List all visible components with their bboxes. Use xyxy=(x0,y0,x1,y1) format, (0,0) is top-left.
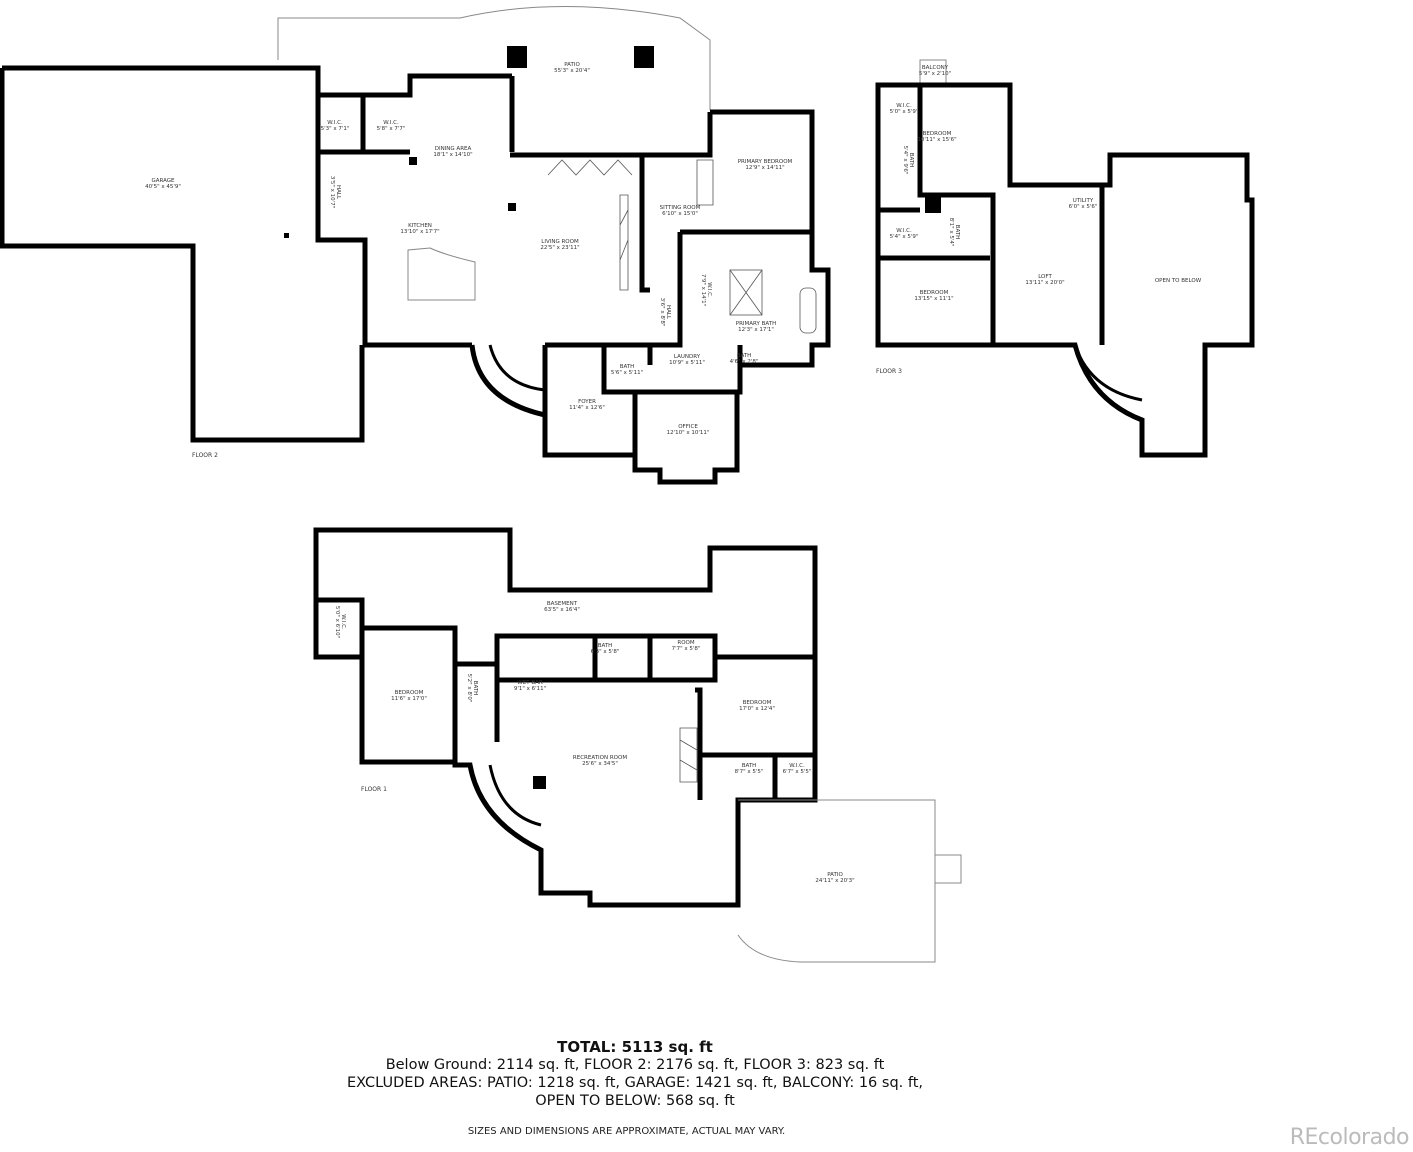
column xyxy=(507,46,527,68)
floor-2-plan xyxy=(0,6,831,485)
room-label-bath: BATH5'2" x 8'0" xyxy=(466,674,478,703)
floor-3-label: FLOOR 3 xyxy=(876,368,902,375)
room-label-wic: W.I.C.5'0" x 6'10" xyxy=(334,606,346,638)
room-label-hall: HALL3'5" x 10'7" xyxy=(329,176,341,208)
room-label-wic: W.I.C.7'9" x 14'1" xyxy=(700,274,712,306)
room-label-bath: BATH8'1" x 5'4" xyxy=(948,218,960,247)
floor-3-plan xyxy=(875,59,1255,458)
watermark-logo: REcolorado xyxy=(1289,1125,1410,1150)
floor-areas: Below Ground: 2114 sq. ft, FLOOR 2: 2176… xyxy=(385,1057,885,1073)
total-area: TOTAL: 5113 sq. ft xyxy=(557,1038,713,1056)
excluded-areas-cont: OPEN TO BELOW: 568 sq. ft xyxy=(535,1093,735,1109)
floor-2-label: FLOOR 2 xyxy=(192,452,218,459)
room-label-bath: BATH5'4" x 9'6" xyxy=(902,146,914,175)
room-label-open-to-below: OPEN TO BELOW xyxy=(1155,278,1202,284)
room-label-wic: W.I.C.5'8" x 7'7" xyxy=(377,120,406,132)
excluded-areas: EXCLUDED AREAS: PATIO: 1218 sq. ft, GARA… xyxy=(346,1075,924,1091)
room-label-hall: HALL3'6" x 8'8" xyxy=(659,298,671,327)
room-label-wic: W.I.C.5'4" x 5'9" xyxy=(890,228,919,240)
column xyxy=(634,46,654,68)
disclaimer: SIZES AND DIMENSIONS ARE APPROXIMATE, AC… xyxy=(467,1126,786,1137)
room-label-wic: W.I.C.5'3" x 7'1" xyxy=(321,120,350,132)
room-label-wic: W.I.C.6'7" x 5'5" xyxy=(783,763,812,775)
floor-1-plan xyxy=(313,527,962,963)
floor-1-label: FLOOR 1 xyxy=(361,786,387,793)
area-summary: TOTAL: 5113 sq. ft Below Ground: 2114 sq… xyxy=(0,1038,1270,1110)
room-label-wic: W.I.C.5'0" x 5'9" xyxy=(890,103,919,115)
